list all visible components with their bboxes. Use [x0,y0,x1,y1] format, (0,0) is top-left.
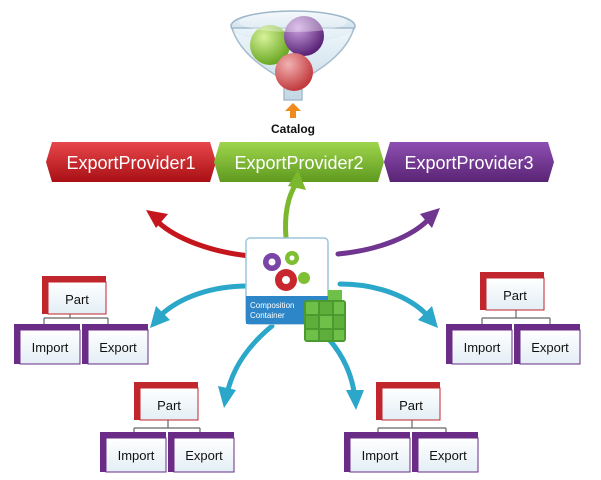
part-group-1: Part Import Export [14,276,149,365]
catalog-label: Catalog [271,122,315,136]
export-provider-1[interactable]: ExportProvider1 [46,142,216,182]
export-provider-3-label: ExportProvider3 [404,153,533,173]
export-provider-1-label: ExportProvider1 [66,153,195,173]
composition-container: Composition Container [245,237,346,342]
part-4-export-label: Export [429,448,467,463]
export-provider-2[interactable]: ExportProvider2 [214,142,384,182]
gears-icon [263,251,310,291]
arrow-to-provider-3 [335,208,440,257]
arrow-to-provider-1 [146,210,253,259]
part-2-label: Part [503,288,527,303]
part-4-import-label: Import [362,448,399,463]
catalog-funnel-icon [230,10,356,101]
arrow-to-part-3 [218,323,275,408]
part-2-export-label: Export [531,340,569,355]
part-3-label: Part [157,398,181,413]
part-group-3: Part Import Export [100,382,235,473]
container-label-line2: Container [250,311,285,320]
export-provider-2-label: ExportProvider2 [234,153,363,173]
part-3-export-label: Export [185,448,223,463]
part-2-import-label: Import [464,340,501,355]
container-label-line1: Composition [250,301,294,310]
arrow-to-provider-2 [283,170,306,241]
export-provider-3[interactable]: ExportProvider3 [384,142,554,182]
part-group-4: Part Import Export [344,382,479,473]
cube-stack-icon [304,290,346,342]
part-1-import-label: Import [32,340,69,355]
arrow-to-part-1 [150,283,251,328]
arrow-to-part-2 [337,281,438,328]
part-3-import-label: Import [118,448,155,463]
part-group-2: Part Import Export [446,272,581,365]
catalog-up-arrow-icon [285,103,301,118]
part-4-label: Part [399,398,423,413]
part-1-label: Part [65,292,89,307]
part-1-export-label: Export [99,340,137,355]
